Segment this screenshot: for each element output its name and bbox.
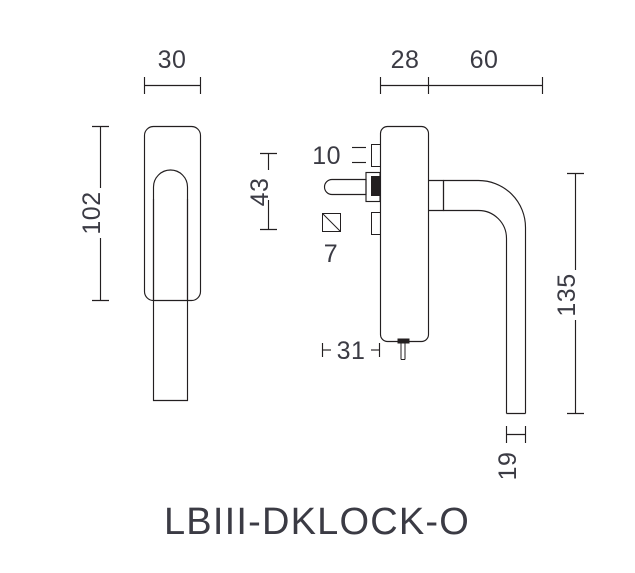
front-view-lever-outline [152, 169, 189, 301]
side-view-lever-neck [428, 179, 445, 212]
side-view-tab-upper [371, 144, 381, 167]
side-view-spindle-pin [324, 178, 367, 196]
side-view-key-pin [400, 341, 406, 360]
side-view-key-base [397, 338, 410, 344]
dimension-lever-length: 135 [553, 172, 584, 415]
dimension-spindle-length: 10 [312, 142, 366, 170]
front-view-lever-shaft [152, 199, 189, 402]
dimension-key-offset: 31 [321, 337, 381, 365]
dimension-square-spindle-label: 7 [324, 240, 338, 268]
drawing-title: LBIII-DKLOCK-O [164, 501, 470, 543]
dimension-rosette-width: 30 [143, 46, 202, 94]
side-view-tab-middle [371, 176, 381, 196]
square-section-symbol-diagonal [322, 213, 341, 232]
dimension-rosette-height-label: 102 [78, 191, 106, 234]
side-view-lever-inner [443, 209, 508, 414]
dimension-lever-width-label: 19 [494, 452, 522, 481]
side-view-rosette-body [379, 125, 430, 343]
dimension-side-top-chain: 28 60 [379, 46, 544, 94]
square-section-symbol-icon [322, 213, 341, 232]
dimension-lever-projection-label: 60 [470, 46, 499, 74]
side-view-group [324, 125, 527, 415]
dimension-spindle-height: 43 [246, 152, 277, 231]
dimension-lever-width: 19 [494, 426, 527, 481]
dimension-rosette-width-label: 30 [158, 46, 187, 74]
dimension-spindle-length-label: 10 [312, 142, 341, 170]
side-view-spindle-collar [365, 171, 381, 203]
dimension-square-spindle: 7 [322, 213, 341, 268]
dimension-rosette-depth-label: 28 [391, 46, 420, 74]
dimension-lever-length-label: 135 [553, 273, 581, 316]
front-view-rosette-plate [143, 125, 202, 302]
side-view-lever-outer [443, 179, 527, 414]
side-view-tab-lower [371, 212, 381, 235]
front-view-group [143, 125, 202, 402]
dimension-spindle-height-label: 43 [246, 178, 274, 207]
dimension-rosette-height: 102 [78, 125, 109, 302]
dimension-key-offset-label: 31 [337, 337, 366, 365]
